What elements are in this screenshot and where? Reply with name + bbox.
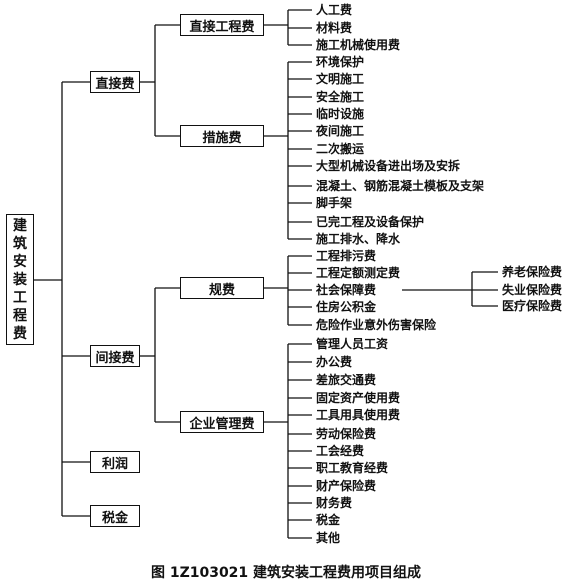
enterprise-management-item: 工具用具使用费 bbox=[316, 408, 401, 422]
node-indirect-cost: 间接费 bbox=[90, 345, 140, 367]
regulatory-fee-item: 危险作业意外伤害保险 bbox=[316, 318, 437, 332]
enterprise-management-item: 税金 bbox=[316, 513, 341, 527]
social-security-item: 养老保险费 bbox=[502, 265, 563, 279]
direct-engineering-item: 材料费 bbox=[316, 21, 353, 35]
node-regulatory-fees: 规费 bbox=[180, 277, 264, 299]
enterprise-management-item: 财务费 bbox=[316, 496, 353, 510]
social-security-item: 医疗保险费 bbox=[502, 299, 563, 313]
node-measures-cost: 措施费 bbox=[180, 125, 264, 147]
enterprise-management-item: 劳动保险费 bbox=[316, 427, 377, 441]
root-label-char: 装 bbox=[13, 271, 27, 288]
enterprise-management-item: 管理人员工资 bbox=[316, 337, 389, 351]
node-direct-cost: 直接费 bbox=[90, 71, 140, 93]
root-label-char: 费 bbox=[13, 325, 27, 342]
root-label-char: 程 bbox=[13, 307, 27, 324]
regulatory-fee-item: 社会保障费 bbox=[316, 283, 377, 297]
enterprise-management-item: 差旅交通费 bbox=[316, 373, 377, 387]
measures-item: 临时设施 bbox=[316, 107, 365, 121]
measures-item: 施工排水、降水 bbox=[316, 232, 401, 246]
direct-engineering-item: 施工机械使用费 bbox=[316, 38, 401, 52]
node-tax: 税金 bbox=[90, 505, 140, 527]
measures-item: 混凝土、钢筋混凝土模板及支架 bbox=[316, 179, 485, 193]
root-label-char: 建 bbox=[13, 217, 27, 234]
enterprise-management-item: 财产保险费 bbox=[316, 479, 377, 493]
measures-item: 二次搬运 bbox=[316, 142, 365, 156]
enterprise-management-item: 其他 bbox=[316, 531, 341, 545]
root-label-char: 安 bbox=[13, 253, 27, 270]
regulatory-fee-item: 工程排污费 bbox=[316, 249, 377, 263]
root-label-char: 筑 bbox=[13, 235, 27, 252]
measures-item: 夜间施工 bbox=[316, 124, 365, 138]
measures-item: 大型机械设备进出场及安拆 bbox=[316, 159, 461, 173]
node-enterprise-management-fee: 企业管理费 bbox=[180, 411, 264, 433]
social-security-item: 失业保险费 bbox=[502, 283, 563, 297]
regulatory-fee-item: 工程定额测定费 bbox=[316, 266, 401, 280]
regulatory-fee-item: 住房公积金 bbox=[316, 300, 377, 314]
measures-item: 脚手架 bbox=[316, 196, 353, 210]
enterprise-management-item: 工会经费 bbox=[316, 444, 365, 458]
measures-item: 已完工程及设备保护 bbox=[316, 215, 425, 229]
figure-caption: 图 1Z103021 建筑安装工程费用项目组成 bbox=[150, 565, 422, 581]
enterprise-management-item: 固定资产使用费 bbox=[316, 391, 401, 405]
enterprise-management-item: 职工教育经费 bbox=[316, 461, 389, 475]
node-profit: 利润 bbox=[90, 451, 140, 473]
root-node-construction-cost: 建筑安装工程费 bbox=[6, 214, 34, 345]
measures-item: 安全施工 bbox=[316, 90, 365, 104]
root-label-char: 工 bbox=[13, 289, 27, 306]
direct-engineering-item: 人工费 bbox=[316, 3, 353, 17]
node-direct-engineering-cost: 直接工程费 bbox=[180, 14, 264, 36]
enterprise-management-item: 办公费 bbox=[316, 355, 353, 369]
measures-item: 文明施工 bbox=[316, 72, 365, 86]
measures-item: 环境保护 bbox=[316, 55, 365, 69]
